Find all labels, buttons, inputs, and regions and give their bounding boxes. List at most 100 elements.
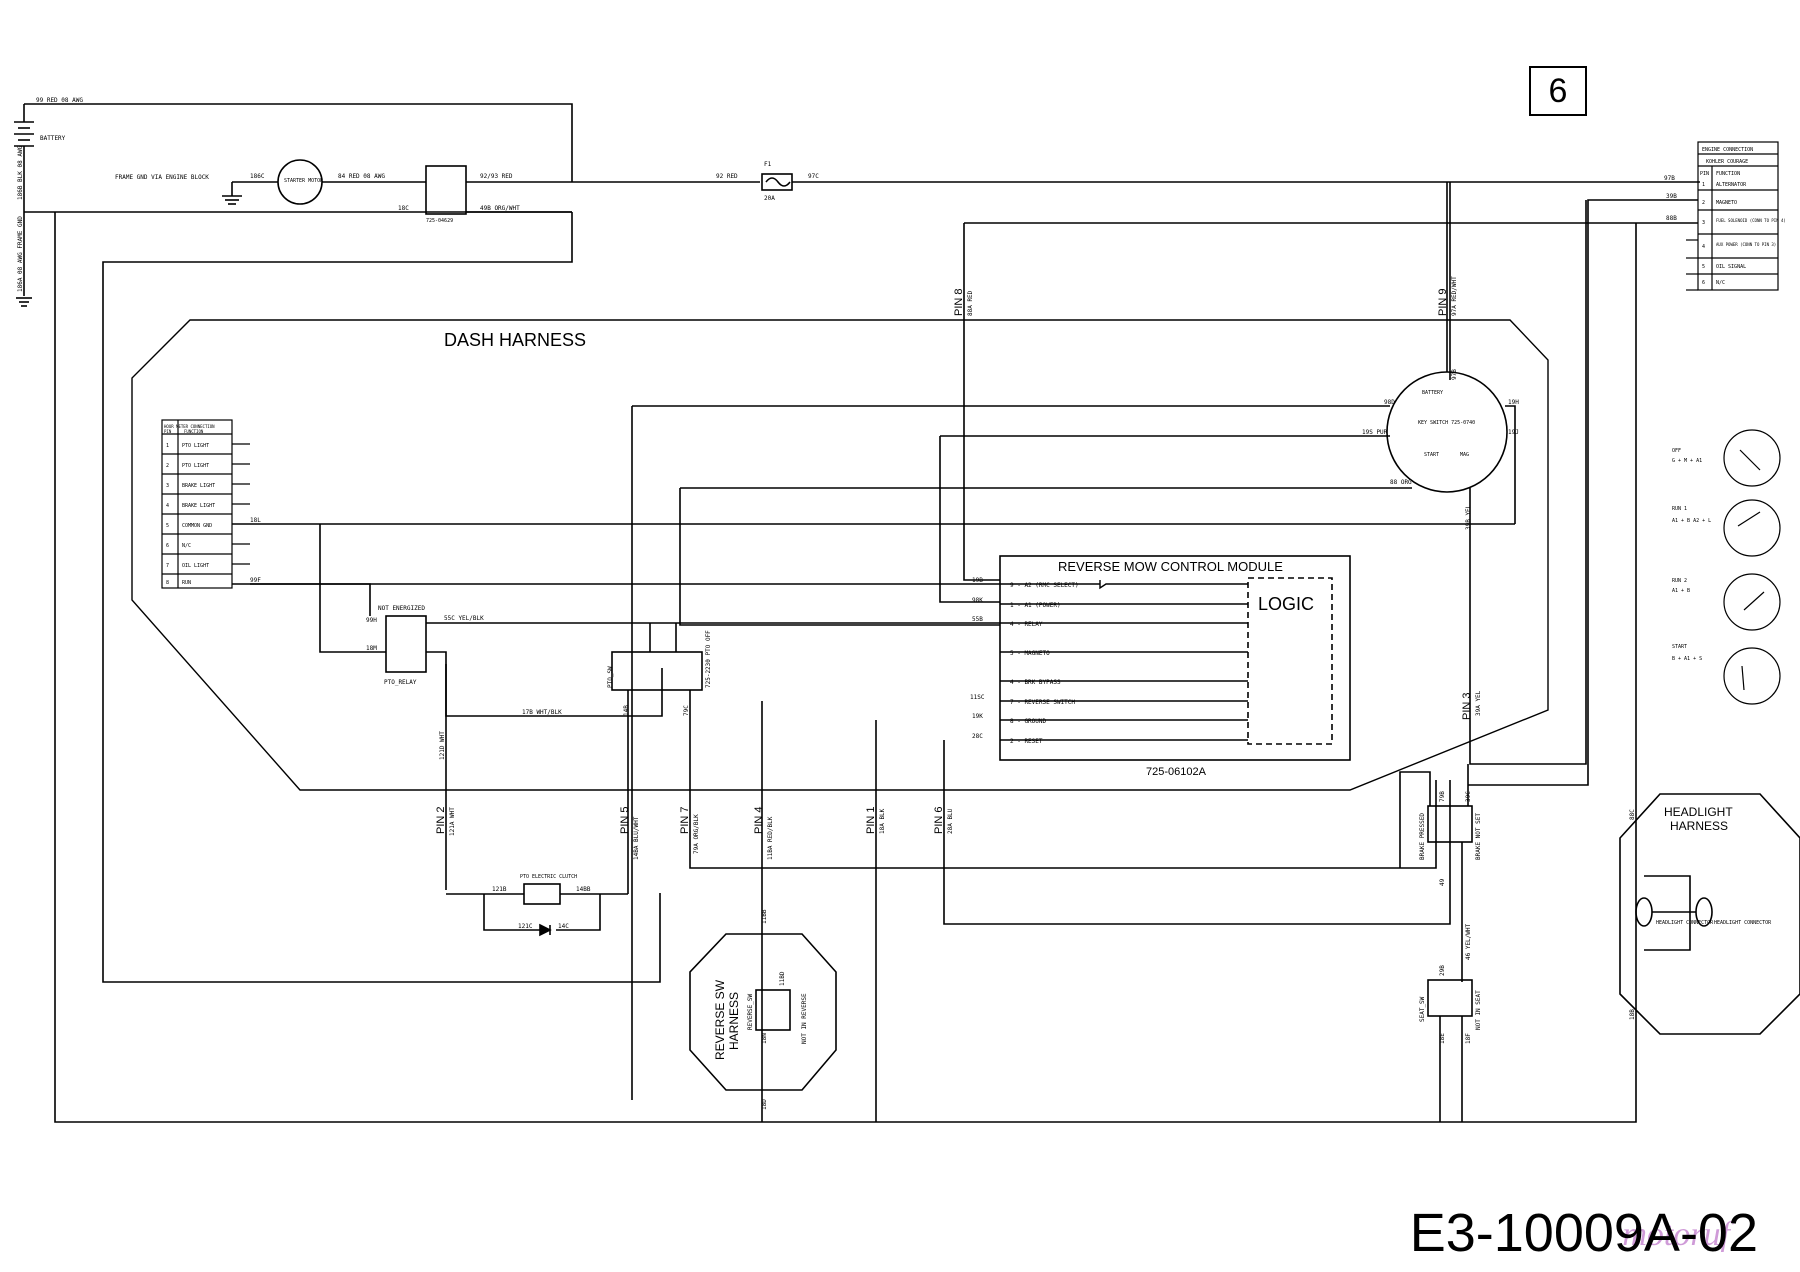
engine-table-func-header: FUNCTION (1716, 171, 1740, 177)
wire-label-121b: 121B (492, 886, 507, 893)
hour-meter-row-6-func: N/C (182, 543, 191, 549)
engine-row-2-func: MAGNETO (1716, 200, 1737, 206)
engine-table-header-2: KOHLER COURAGE (1706, 159, 1748, 165)
keyswitch-battery-label: BATTERY (1422, 390, 1443, 396)
page-number-box: 6 (1529, 66, 1587, 116)
headlight-harness-outline (1619, 793, 1800, 1035)
engine-row-6-pin: 6 (1702, 280, 1705, 286)
dash-harness-label: DASH HARNESS (444, 330, 586, 350)
module-wire-2: 98K (972, 597, 983, 604)
pin2-wire: 121A WHT (449, 807, 456, 836)
engine-row-1-func: ALTERNATOR (1716, 182, 1747, 188)
engine-row-2-pin: 2 (1702, 200, 1705, 206)
wire-label-14bb: 14BB (576, 886, 591, 893)
wire-label-186b: 186B BLK 08 AWG (17, 145, 24, 200)
wire-label-39a: 39A YEL (1475, 690, 1482, 716)
hour-meter-row-4-pin: 4 (166, 503, 169, 509)
pin4-wire: 11BA RED/BLK (767, 816, 774, 860)
wire-99-red (24, 103, 573, 182)
engine-row-3-pin: 3 (1702, 220, 1705, 226)
module-pin-5: 4 - BRK BYPASS (1010, 679, 1061, 686)
reverse-sw-harness-outline (689, 933, 837, 1091)
keypos-run1-name: RUN 1 (1672, 506, 1687, 512)
module-wire-7: 19K (972, 713, 983, 720)
wire-label-14c: 14C (558, 923, 569, 930)
hour-meter-row-3-pin: 3 (166, 483, 169, 489)
pin1-label: PIN 1 (865, 806, 877, 834)
keypos-run2-rule: A1 + B (1672, 588, 1690, 594)
engine-row-5-func: OIL SIGNAL (1716, 264, 1746, 270)
hour-meter-row-8-pin: 8 (166, 580, 169, 586)
wire-label-99h: 99H (366, 617, 377, 624)
pin7-label: PIN 7 (679, 806, 691, 834)
engine-row-6-func: N/C (1716, 280, 1725, 286)
module-wire-3: 55B (972, 616, 983, 623)
pto-relay-label: PTO_RELAY (384, 679, 417, 686)
engine-row-4-pin: 4 (1702, 244, 1705, 250)
wire-label-19j: 19J (1508, 429, 1519, 436)
hour-meter-row-5-func: COMMON GND (182, 523, 212, 529)
engine-row-5-pin: 5 (1702, 264, 1705, 270)
keypos-run1-rule: A1 + B A2 + L (1672, 518, 1711, 524)
wire-label-11bd: 11BD (779, 971, 786, 986)
keypos-off-name: OFF (1672, 448, 1681, 454)
wire-label-92: 92 RED (716, 173, 738, 180)
battery-symbol (14, 104, 34, 307)
reverse-switch-symbol (755, 989, 791, 1031)
headlight-connector-right: HEADLIGHT CONNECTOR (1714, 920, 1772, 926)
engine-wire-39b: 39B (1666, 193, 1677, 200)
keyswitch-mag-label: MAG (1460, 452, 1469, 458)
engine-wire-88b: 88B (1666, 215, 1677, 222)
wire-label-49: 49 (1439, 878, 1446, 886)
seat-sw-label: SEAT_SW (1419, 996, 1426, 1022)
solenoid-part-label: 725-04629 (426, 218, 453, 224)
pin6-label: PIN 6 (933, 806, 945, 834)
wire-label-186a: 186A 08 AWG FRAME GND (17, 216, 24, 292)
solenoid-symbol (425, 165, 467, 215)
pto-relay-symbol (385, 615, 427, 673)
hour-meter-row-4-func: BRAKE LIGHT (182, 503, 215, 509)
wire-label-84: 84 RED 08 AWG (338, 173, 385, 180)
wire-label-18e: 18E (1439, 1033, 1446, 1044)
module-pin-4: 5 - MAGNETO (1010, 650, 1050, 657)
hour-meter-row-7-pin: 7 (166, 563, 169, 569)
wire-label-18b: 18B (1629, 1009, 1636, 1020)
pin1-wire: 18A BLK (879, 808, 886, 834)
clutch-label: PTO ELECTRIC CLUTCH (520, 874, 577, 880)
wire-label-88-org: 88 ORG (1390, 479, 1412, 486)
key-position-diagrams (1723, 429, 1781, 705)
module-wire-1: 19B (972, 577, 983, 584)
wire-label-121d: 121D WHT (439, 731, 446, 760)
module-pin-1: 9 - A2 (RMC SELECT) (1010, 582, 1079, 589)
engine-row-4-func: AUX POWER (CONN TO PIN 3) (1716, 242, 1776, 247)
hour-meter-func-header: FUNCTION (184, 429, 204, 434)
wire-label-18f: 18F (1465, 1033, 1472, 1044)
keyswitch-label: KEY SWITCH 725-0740 (1418, 420, 1475, 426)
wire-label-49b: 49B ORG/WHT (480, 205, 520, 212)
control-module-box (999, 555, 1351, 761)
engine-table-pin-header: PIN (1700, 171, 1709, 177)
wire-label-79b: 79B (1439, 791, 1446, 802)
key-switch-symbol (1386, 371, 1508, 493)
brake-pressed-label: BRAKE PRESSED (1419, 813, 1426, 860)
engine-connection-table (1686, 141, 1779, 291)
wire-49b (102, 212, 661, 983)
wire-label-99f: 99F (250, 577, 261, 584)
battery-label: BATTERY (40, 135, 66, 142)
wire-label-121c: 121C (518, 923, 533, 930)
wire-label-14b: 14B (623, 705, 630, 716)
frame-gnd-label: FRAME GND VIA ENGINE BLOCK (115, 174, 209, 181)
wire-label-186c: 186C (250, 173, 265, 180)
fuse-amp-label: 20A (764, 195, 775, 202)
headlight-label-1: HEADLIGHT (1664, 805, 1733, 819)
wire-label-39c: 39C (1465, 791, 1472, 802)
wire-label-88a: 88A RED (967, 290, 974, 316)
keypos-run2-name: RUN 2 (1672, 578, 1687, 584)
hour-meter-header: HOUR METER CONNECTION (164, 424, 215, 429)
hour-meter-row-3-func: BRAKE LIGHT (182, 483, 215, 489)
wire-label-79c: 79C (683, 705, 690, 716)
hour-meter-table (161, 419, 250, 589)
hour-meter-row-1-pin: 1 (166, 443, 169, 449)
